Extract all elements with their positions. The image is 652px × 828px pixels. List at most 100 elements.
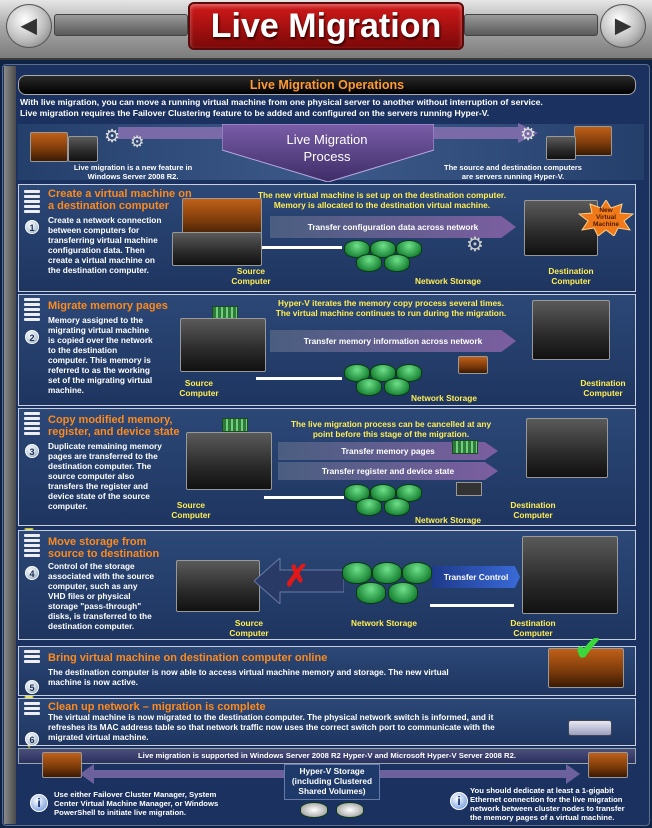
process-title-line-1: Live Migration (286, 132, 368, 147)
step-6-body: The virtual machine is now migrated to t… (48, 712, 548, 742)
destination-computer-icon (526, 418, 608, 478)
storage-disk-icon (356, 254, 382, 272)
step-2-title: Migrate memory pages (48, 300, 168, 312)
storage-disk-icon (388, 582, 418, 604)
step-4-number: 4 (25, 566, 39, 580)
step-1-storage-label: Network Storage (415, 276, 481, 286)
operations-title: Live Migration Operations (18, 75, 636, 95)
gear-icon-small: ⚙ (130, 134, 145, 151)
footer-right-tip-line-3: network between cluster nodes to transfe… (470, 804, 625, 813)
new-vm-badge-line-3: Machine (592, 221, 619, 228)
step-4-link-arrow (430, 604, 514, 607)
destination-label-line-2: Computer (513, 628, 553, 638)
title-plate: Live Migration (188, 2, 464, 50)
source-label-line-1: Source (176, 500, 206, 510)
step-2-note-line-1: Hyper-V iterates the memory copy process… (278, 298, 504, 308)
step-5-list-icon (24, 650, 40, 665)
step-2-body-line: to the destination (48, 345, 118, 355)
storage-disk-icon (372, 562, 402, 584)
step-5-body: The destination computer is now able to … (48, 667, 508, 687)
step-2-note: Hyper-V iterates the memory copy process… (246, 298, 536, 318)
source-label-line-1: Source (236, 266, 266, 276)
step-5-title: Bring virtual machine on destination com… (48, 652, 328, 664)
destination-label-line-1: Destination (580, 378, 626, 388)
destination-label-line-2: Computer (551, 276, 591, 286)
new-vm-starburst-icon (578, 200, 634, 236)
step-1-body-line: configuration data. Then (48, 245, 145, 255)
step-5-body-line-1: The destination computer is now able to … (48, 667, 449, 677)
process-title-line-2: Process (303, 149, 351, 164)
step-2-list-icon (24, 298, 40, 323)
destination-rack-icon (546, 136, 576, 160)
step-3-body-line: transfers the register and (48, 481, 149, 491)
step-4-body-line: destination computer. (48, 621, 135, 631)
step-3-body-line: device state of the source (48, 491, 150, 501)
step-2-storage-label: Network Storage (411, 393, 477, 403)
destination-vm-icon (458, 356, 488, 374)
process-right-caption: The source and destination computers are… (418, 163, 608, 181)
step-1-title: Create a virtual machine on a destinatio… (48, 188, 238, 212)
page-title: Live Migration (210, 7, 442, 45)
footer-right-tip-line-2: Ethernet connection for the live migrati… (470, 795, 623, 804)
chevron-right-icon: ▶ (600, 4, 646, 48)
left-rail (4, 66, 16, 824)
step-1-title-line-2: a destination computer (48, 200, 170, 212)
memory-chip-icon (222, 418, 248, 432)
storage-disk-icon (356, 378, 382, 396)
storage-disk-icon (356, 498, 382, 516)
step-6-panel (18, 698, 636, 746)
header-rail-right (464, 14, 598, 36)
step-3-list-icon (24, 412, 40, 437)
footer-left-server-icon (42, 752, 82, 778)
header-rail-left (54, 14, 188, 36)
step-1-note: The new virtual machine is set up on the… (212, 190, 552, 210)
supported-banner: Live migration is supported in Windows S… (18, 748, 636, 764)
hyper-v-storage-line-3: Shared Volumes) (298, 786, 366, 796)
step-2-body-line: is copied over the network (48, 335, 153, 345)
step-3-body-line: Duplicate remaining memory (48, 441, 162, 451)
step-3-body: Duplicate remaining memory pages are tra… (48, 441, 180, 511)
new-vm-badge-line-1: New (599, 207, 613, 214)
step-3-title-line-2: register, and device state (48, 426, 180, 438)
step-3-note: The live migration process can be cancel… (266, 419, 516, 439)
step-1-body-line: the destination computer. (48, 265, 149, 275)
step-2-body-line: computer. This memory is (48, 355, 151, 365)
step-4-storage-label: Network Storage (351, 618, 417, 628)
processor-chip-icon (456, 482, 482, 496)
step-2-link-arrow (256, 377, 342, 380)
step-1-title-line-1: Create a virtual machine on (48, 188, 192, 200)
step-1-transfer-arrow: Transfer configuration data across netwo… (270, 216, 516, 238)
footer-right-server-icon (588, 752, 628, 778)
step-2-body-line: set of the migrating virtual (48, 375, 153, 385)
intro-line-1: With live migration, you can move a runn… (20, 97, 543, 107)
step-3-body-line: pages are transferred to the (48, 451, 158, 461)
step-5-body-line-2: machine is now active. (48, 677, 138, 687)
step-3-storage-label: Network Storage (415, 515, 481, 525)
new-vm-badge-line-2: Virtual (595, 214, 617, 221)
process-down-arrow (222, 124, 434, 182)
storage-disk-icon (370, 240, 396, 258)
step-4-body-line: Control of the storage (48, 561, 135, 571)
step-5-panel (18, 646, 636, 696)
process-left-caption-2: Windows Server 2008 R2. (87, 172, 179, 181)
hyper-v-storage-line-1: Hyper-V Storage (299, 766, 365, 776)
footer-right-tip: You should dedicate at least a 1-gigabit… (470, 786, 642, 822)
storage-disk-icon (384, 498, 410, 516)
storage-disk-icon (384, 254, 410, 272)
footer-left-tip-line-3: PowerShell to initiate live migration. (54, 808, 186, 817)
step-1-body-line: create a virtual machine on (48, 255, 155, 265)
step-6-list-icon (24, 702, 40, 717)
step-4-body: Control of the storage associated with t… (48, 561, 172, 631)
info-icon: i (450, 792, 468, 810)
step-4-list-icon (24, 534, 40, 559)
step-1-body-line: transferring virtual machine (48, 235, 158, 245)
source-computer-icon (186, 432, 272, 490)
step-1-note-line-2: Memory is allocated to the destination v… (273, 200, 491, 210)
process-right-caption-2: are servers running Hyper-V. (461, 172, 565, 181)
footer-right-tip-line-1: You should dedicate at least a 1-gigabit (470, 786, 614, 795)
step-3-link-arrow (264, 496, 344, 499)
step-4-title-line-2: source to destination (48, 548, 160, 560)
gear-icon: ⚙ (466, 234, 484, 256)
source-label-line-2: Computer (231, 276, 271, 286)
